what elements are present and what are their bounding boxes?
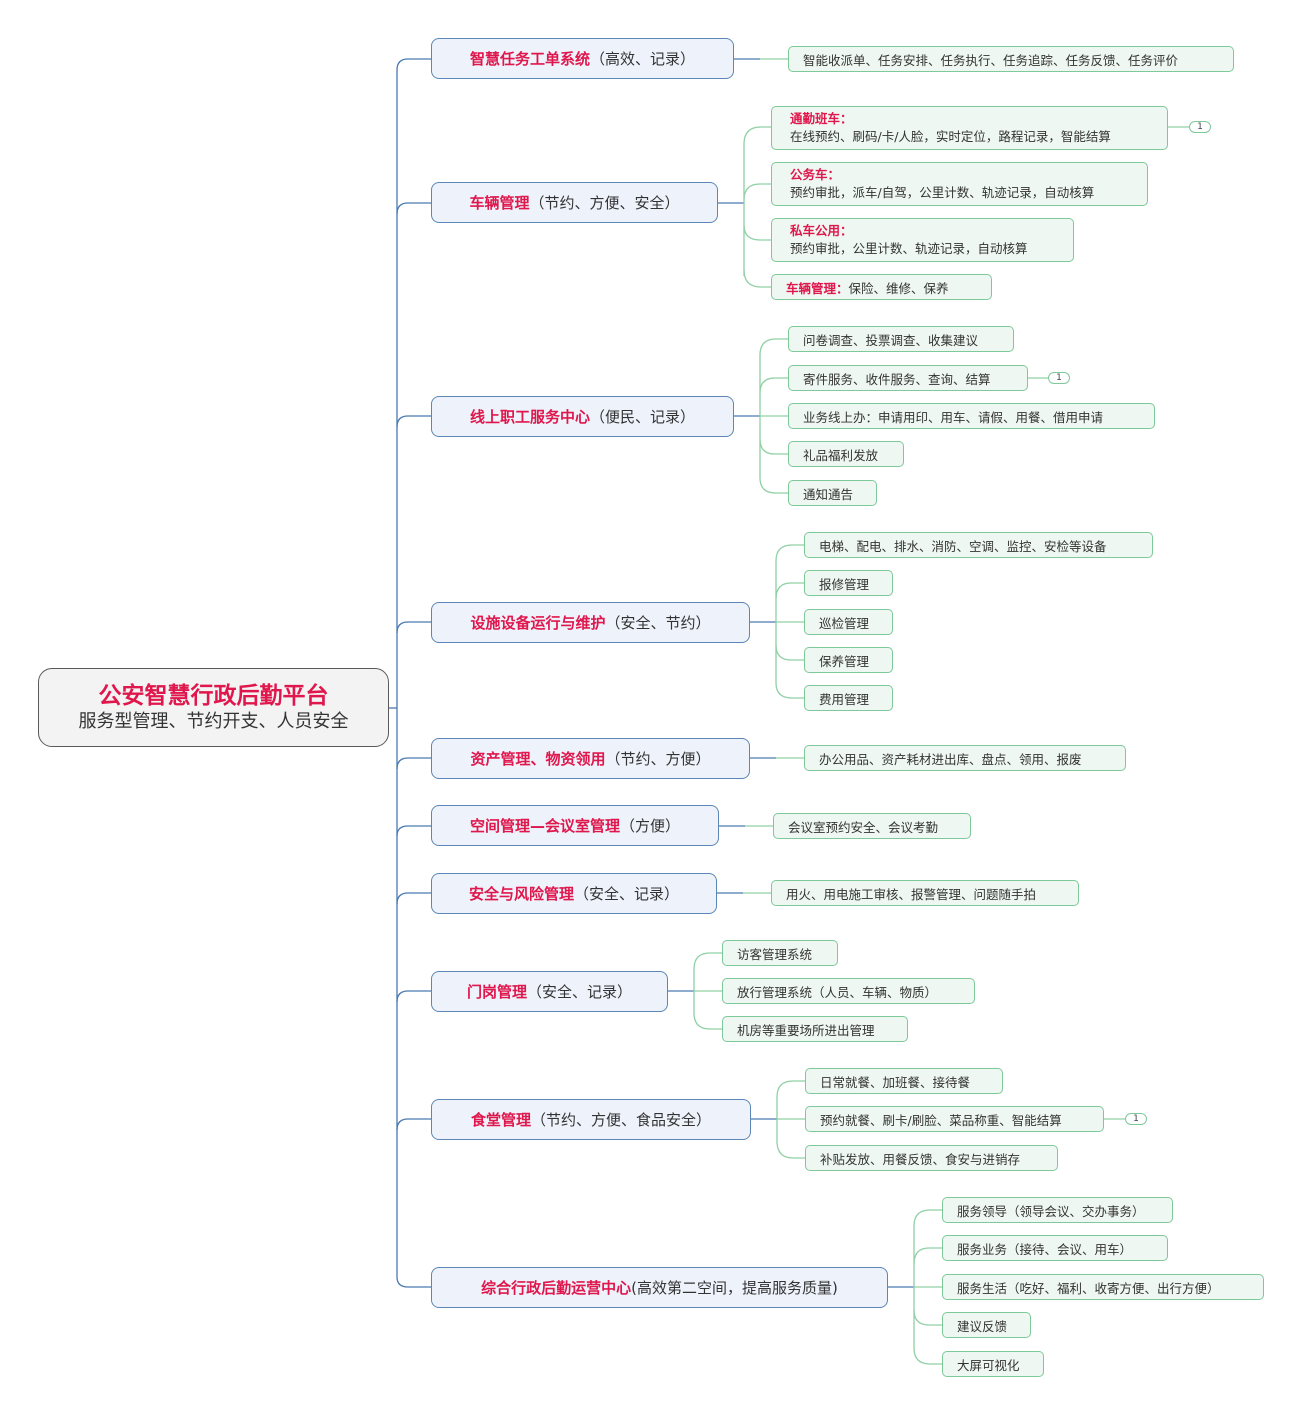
leaf-fire-electric-audit[interactable]: 用火、用电施工审核、报警管理、问题随手拍	[771, 880, 1079, 906]
branch-note: （安全、记录）	[574, 885, 680, 903]
leaf-text: 预约就餐、刷卡/刷脸、菜品称重、智能结算	[820, 1112, 1062, 1128]
leaf-text: 放行管理系统（人员、车辆、物质）	[737, 984, 938, 1000]
leaf-equipment-list[interactable]: 电梯、配电、排水、消防、空调、监控、安检等设备	[804, 532, 1153, 558]
branch-note: （安全、节约）	[605, 614, 711, 632]
leaf-text: 访客管理系统	[737, 946, 813, 962]
leaf-text: 预约审批，派车/自驾，公里计数、轨迹记录，自动核算	[790, 185, 1095, 200]
branch-note: (高效第二空间，提高服务质量)	[631, 1279, 838, 1297]
leaf-text: 预约审批，公里计数、轨迹记录，自动核算	[790, 241, 1028, 256]
leaf-label: 车辆管理：	[786, 280, 849, 296]
leaf-visitor-system[interactable]: 访客管理系统	[722, 940, 838, 966]
leaf-serve-business[interactable]: 服务业务（接待、会议、用车）	[942, 1235, 1168, 1261]
leaf-text: 在线预约、刷码/卡/人脸，实时定位，路程记录，智能结算	[790, 129, 1111, 144]
leaf-meal-booking[interactable]: 预约就餐、刷卡/刷脸、菜品称重、智能结算	[805, 1106, 1104, 1132]
leaf-label: 公务车：	[790, 167, 841, 182]
leaf-text: 补贴发放、用餐反馈、食安与进销存	[820, 1151, 1021, 1167]
leaf-text: 报修管理	[819, 576, 870, 592]
branch-note: （节约、方便）	[605, 750, 711, 768]
leaf-text: 会议室预约安全、会议考勤	[788, 819, 939, 835]
branch-title: 空间管理—会议室管理	[469, 817, 620, 835]
branch-facility-operation[interactable]: 设施设备运行与维护（安全、节约）	[431, 602, 750, 643]
branch-operations-center[interactable]: 综合行政后勤运营中心(高效第二空间，提高服务质量)	[431, 1267, 888, 1308]
leaf-notices[interactable]: 通知通告	[788, 480, 877, 506]
leaf-big-screen[interactable]: 大屏可视化	[942, 1351, 1044, 1377]
branch-note: （方便）	[620, 817, 681, 835]
leaf-vehicle-maintenance[interactable]: 车辆管理： 保险、维修、保养	[771, 274, 992, 300]
leaf-serve-leadership[interactable]: 服务领导（领导会议、交办事务）	[942, 1197, 1173, 1223]
leaf-repair-management[interactable]: 报修管理	[804, 570, 893, 596]
branch-title: 食堂管理	[470, 1111, 531, 1129]
leaf-text: 日常就餐、加班餐、接待餐	[820, 1074, 971, 1090]
branch-title: 车辆管理	[469, 194, 530, 212]
leaf-text: 建议反馈	[957, 1318, 1008, 1334]
leaf-text: 业务线上办：申请用印、用车、请假、用餐、借用申请	[803, 409, 1104, 425]
leaf-text: 保险、维修、保养	[848, 280, 949, 296]
leaf-text: 巡检管理	[819, 615, 870, 631]
branch-note: （高效、记录）	[590, 50, 696, 68]
branch-note: （便民、记录）	[590, 408, 696, 426]
leaf-text: 机房等重要场所进出管理	[737, 1022, 875, 1038]
branch-note: （节约、方便、食品安全）	[531, 1111, 712, 1129]
root-topic[interactable]: 公安智慧行政后勤平台 服务型管理、节约开支、人员安全	[38, 668, 389, 747]
leaf-subsidy-feedback[interactable]: 补贴发放、用餐反馈、食安与进销存	[805, 1145, 1058, 1171]
branch-title: 智慧任务工单系统	[469, 50, 590, 68]
branch-gate-management[interactable]: 门岗管理（安全、记录）	[431, 971, 668, 1012]
collapsed-count-badge[interactable]: 1	[1048, 372, 1070, 384]
branch-asset-management[interactable]: 资产管理、物资领用（节约、方便）	[431, 738, 750, 779]
branch-online-staff-service[interactable]: 线上职工服务中心（便民、记录）	[431, 396, 734, 437]
leaf-survey[interactable]: 问卷调查、投票调查、收集建议	[788, 326, 1014, 352]
leaf-text: 大屏可视化	[957, 1357, 1020, 1373]
branch-note: （安全、记录）	[527, 983, 633, 1001]
leaf-text: 电梯、配电、排水、消防、空调、监控、安检等设备	[819, 538, 1107, 554]
branch-canteen-management[interactable]: 食堂管理（节约、方便、食品安全）	[431, 1099, 751, 1140]
leaf-feedback[interactable]: 建议反馈	[942, 1312, 1031, 1338]
leaf-serve-life[interactable]: 服务生活（吃好、福利、收寄方便、出行方便）	[942, 1274, 1264, 1300]
branch-meeting-room-management[interactable]: 空间管理—会议室管理（方便）	[431, 805, 719, 846]
collapsed-count-badge[interactable]: 1	[1125, 1113, 1147, 1125]
branch-title: 线上职工服务中心	[469, 408, 590, 426]
branch-vehicle-management[interactable]: 车辆管理（节约、方便、安全）	[431, 182, 718, 223]
leaf-label: 私车公用：	[790, 223, 853, 238]
branch-title: 门岗管理	[466, 983, 527, 1001]
root-title: 公安智慧行政后勤平台	[98, 682, 329, 709]
leaf-text: 服务生活（吃好、福利、收寄方便、出行方便）	[957, 1280, 1220, 1296]
leaf-text: 寄件服务、收件服务、查询、结算	[803, 371, 991, 387]
leaf-text: 费用管理	[819, 691, 870, 707]
collapsed-count-badge[interactable]: 1	[1189, 121, 1211, 133]
root-subtitle: 服务型管理、节约开支、人员安全	[78, 710, 349, 732]
branch-title: 综合行政后勤运营中心	[481, 1279, 632, 1297]
leaf-text: 服务领导（领导会议、交办事务）	[957, 1203, 1145, 1219]
leaf-private-car-public-use[interactable]: 私车公用： 预约审批，公里计数、轨迹记录，自动核算	[771, 218, 1074, 262]
leaf-meeting-booking[interactable]: 会议室预约安全、会议考勤	[773, 813, 971, 839]
branch-title: 设施设备运行与维护	[470, 614, 606, 632]
leaf-task-features[interactable]: 智能收派单、任务安排、任务执行、任务追踪、任务反馈、任务评价	[788, 46, 1234, 72]
leaf-text: 服务业务（接待、会议、用车）	[957, 1241, 1133, 1257]
leaf-commuter-bus[interactable]: 通勤班车： 在线预约、刷码/卡/人脸，实时定位，路程记录，智能结算	[771, 106, 1168, 150]
branch-safety-risk[interactable]: 安全与风险管理（安全、记录）	[431, 873, 717, 914]
branch-title: 资产管理、物资领用	[470, 750, 606, 768]
leaf-daily-meals[interactable]: 日常就餐、加班餐、接待餐	[805, 1068, 1003, 1094]
leaf-server-room-access[interactable]: 机房等重要场所进出管理	[722, 1016, 908, 1042]
leaf-inspection-management[interactable]: 巡检管理	[804, 609, 893, 635]
leaf-text: 智能收派单、任务安排、任务执行、任务追踪、任务反馈、任务评价	[803, 52, 1179, 68]
leaf-label: 通勤班车：	[790, 111, 853, 126]
leaf-office-supplies[interactable]: 办公用品、资产耗材进出库、盘点、领用、报废	[804, 745, 1126, 771]
branch-smart-task-ticket[interactable]: 智慧任务工单系统（高效、记录）	[431, 38, 734, 79]
leaf-text: 办公用品、资产耗材进出库、盘点、领用、报废	[819, 751, 1082, 767]
leaf-text: 礼品福利发放	[803, 447, 879, 463]
leaf-text: 通知通告	[803, 486, 854, 502]
leaf-official-car[interactable]: 公务车： 预约审批，派车/自驾，公里计数、轨迹记录，自动核算	[771, 162, 1148, 206]
branch-note: （节约、方便、安全）	[529, 194, 680, 212]
leaf-online-business[interactable]: 业务线上办：申请用印、用车、请假、用餐、借用申请	[788, 403, 1155, 429]
branch-title: 安全与风险管理	[468, 885, 574, 903]
leaf-release-system[interactable]: 放行管理系统（人员、车辆、物质）	[722, 978, 975, 1004]
leaf-gift-welfare[interactable]: 礼品福利发放	[788, 441, 904, 467]
leaf-mail-service[interactable]: 寄件服务、收件服务、查询、结算	[788, 365, 1028, 391]
leaf-maintenance-management[interactable]: 保养管理	[804, 647, 893, 673]
leaf-text: 问卷调查、投票调查、收集建议	[803, 332, 979, 348]
leaf-text: 保养管理	[819, 653, 870, 669]
leaf-cost-management[interactable]: 费用管理	[804, 685, 893, 711]
leaf-text: 用火、用电施工审核、报警管理、问题随手拍	[786, 886, 1037, 902]
